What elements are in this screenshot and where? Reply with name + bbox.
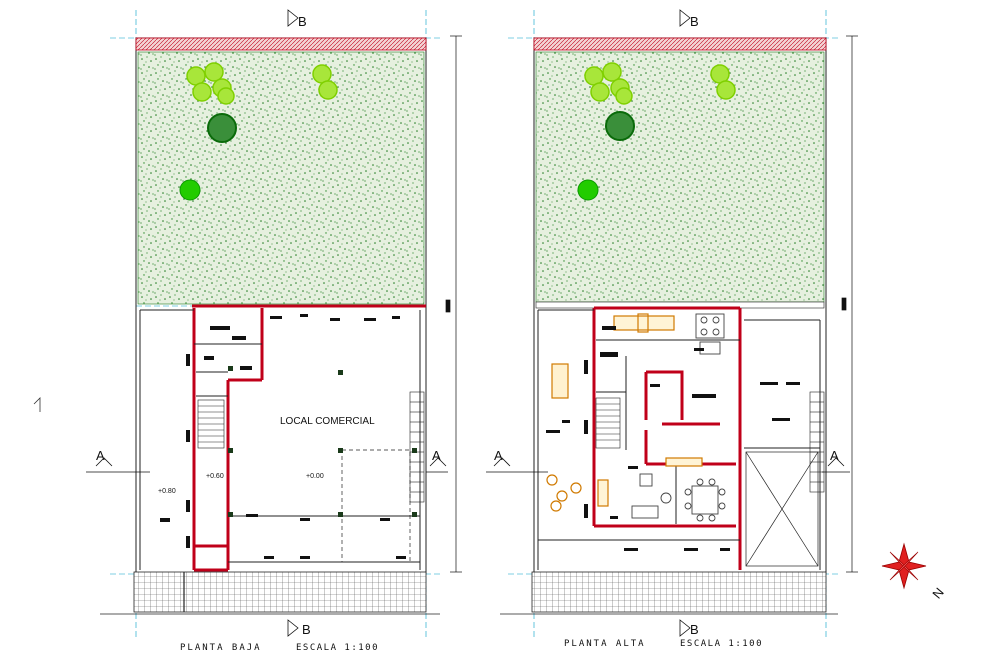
wall-fragments [160, 314, 406, 559]
kitchen-appliance [695, 313, 725, 355]
section-b-bottom-left: B [302, 622, 311, 637]
north-arrow-icon [881, 542, 927, 590]
sidewalk-grid [133, 571, 427, 613]
building-walls-alta [592, 306, 742, 570]
plan-scale-planta-baja: ESCALA 1:100 [296, 643, 379, 653]
plan-scale-planta-alta: ESCALA 1:100 [680, 639, 763, 649]
tree-cluster-light [186, 62, 235, 105]
section-marks [86, 9, 850, 637]
wall-fragments-alta [546, 326, 800, 551]
interior-walls [139, 309, 421, 570]
north-wall-strip [135, 37, 427, 51]
plan-planta-alta: PLANTA ALTA ESCALA 1:100 [500, 10, 838, 649]
living-sofa [631, 473, 672, 519]
stair-right-alta [809, 391, 825, 493]
level-mark-000: +0.00 [306, 473, 324, 480]
stair-right [409, 391, 425, 503]
level-mark-080: +0.80 [158, 488, 176, 495]
tree-dark-alta [605, 111, 635, 141]
tree-dark [207, 113, 237, 143]
furniture [546, 313, 703, 512]
building-walls [192, 304, 426, 572]
section-a-right-2: A [830, 448, 839, 463]
columns [228, 366, 417, 517]
section-b-top-right: B [690, 14, 699, 29]
stair-left [197, 399, 225, 449]
level-mark-060: +0.60 [206, 473, 224, 480]
garden-area [137, 51, 425, 305]
section-a-right-1: A [432, 448, 441, 463]
dimension-lines [445, 35, 858, 573]
void-opening [745, 451, 819, 567]
opening-dashed [341, 449, 411, 563]
tree-light-right-alta [710, 64, 736, 100]
tree-cluster-light-alta [584, 62, 633, 105]
section-b-bottom-right: B [690, 622, 699, 637]
plan-title-planta-baja: PLANTA BAJA [180, 643, 262, 653]
sidewalk-grid-alta [531, 571, 827, 613]
section-b-top-left: B [298, 14, 307, 29]
plan-title-planta-alta: PLANTA ALTA [564, 639, 646, 649]
section-a-left-1: A [96, 448, 105, 463]
plan-planta-baja: LOCAL COMERCIAL +0.80 +0.60 +0.00 PLANTA… [100, 10, 440, 653]
north-label: N [929, 585, 947, 602]
section-a-left-2: A [494, 448, 503, 463]
interior-walls-alta [537, 309, 821, 570]
tree-bright-alta [577, 179, 599, 201]
garden-area-alta [535, 51, 825, 303]
margin-mark [33, 397, 41, 412]
stair-left-alta [595, 397, 621, 449]
dining-table [684, 478, 726, 522]
north-wall-strip-alta [533, 37, 827, 51]
room-label-local-comercial: LOCAL COMERCIAL [280, 416, 375, 427]
tree-bright [179, 179, 201, 201]
tree-light-right [312, 64, 338, 100]
